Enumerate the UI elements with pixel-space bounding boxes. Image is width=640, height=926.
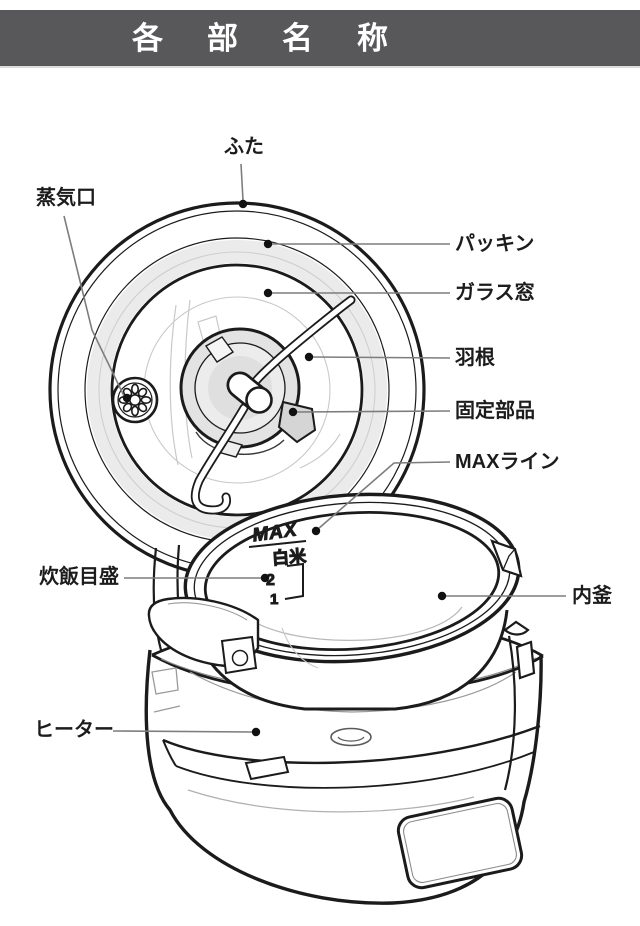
label-futa: ふた xyxy=(224,136,264,158)
temp-sensor xyxy=(330,727,372,747)
left-handle-strip xyxy=(151,667,181,713)
rice-type-mark: 白米 xyxy=(271,546,307,568)
fixing-part xyxy=(277,400,317,444)
leader-futa xyxy=(240,163,244,201)
page-title-bar: 各部名称 xyxy=(0,10,640,68)
leader-kotei xyxy=(295,410,451,413)
label-pakkin: パッキン xyxy=(455,233,535,255)
label-kotei-buhin: 固定部品 xyxy=(455,400,535,422)
label-hane: 羽根 xyxy=(455,347,495,369)
leader-jokiko xyxy=(63,215,125,397)
base-body xyxy=(144,617,544,905)
right-handle-strip xyxy=(503,620,536,791)
inner-pot: MAX 白米 2 1 xyxy=(147,492,523,711)
scale-bracket xyxy=(284,562,304,600)
label-garasu-mado: ガラス窓 xyxy=(455,282,535,304)
label-heater: ヒーター xyxy=(34,719,114,741)
pot-left-flange xyxy=(147,596,260,675)
scale-1: 1 xyxy=(270,591,278,608)
leader-heater xyxy=(112,730,254,733)
label-uchigama: 内釜 xyxy=(572,585,612,607)
page-title: 各部名称 xyxy=(132,20,432,56)
leader-lines xyxy=(63,163,566,733)
band-slot xyxy=(244,755,290,781)
label-max-line: MAXライン xyxy=(455,451,560,473)
leader-dots xyxy=(122,199,447,737)
label-suihan-memori: 炊飯目盛 xyxy=(39,566,119,588)
leader-maxline xyxy=(317,461,451,530)
steam-vent xyxy=(111,376,159,424)
label-jokiko: 蒸気口 xyxy=(36,187,96,209)
scale-2: 2 xyxy=(266,572,275,589)
leader-hane xyxy=(311,356,451,359)
paddle xyxy=(190,295,356,515)
front-panel xyxy=(396,796,524,890)
